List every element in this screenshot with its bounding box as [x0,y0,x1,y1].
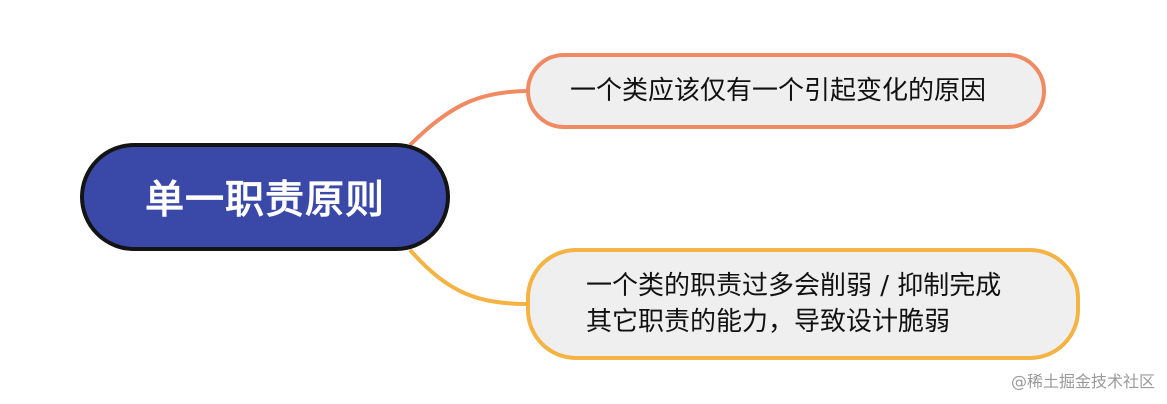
watermark: @稀土掘金技术社区 [1010,372,1155,391]
root-label: 单一职责原则 [144,178,385,223]
branch-text-block-1: 一个类应该仅有一个引起变化的原因 [570,73,986,109]
branch-text-block-2: 一个类的职责过多会削弱 / 抑制完成 其它职责的能力，导致设计脆弱 [586,268,1001,340]
branch-2-line-2: 其它职责的能力，导致设计脆弱 [586,307,951,337]
connector-line-1 [408,89,531,147]
branch-node-1: 一个类应该仅有一个引起变化的原因 [526,53,1046,129]
branch-node-2: 一个类的职责过多会削弱 / 抑制完成 其它职责的能力，导致设计脆弱 [526,248,1080,360]
branch-1-line-1: 一个类应该仅有一个引起变化的原因 [570,76,987,106]
root-node: 单一职责原则 [80,143,450,251]
branch-2-line-1: 一个类的职责过多会削弱 / 抑制完成 [586,271,1002,301]
connector-line-2 [408,248,531,306]
